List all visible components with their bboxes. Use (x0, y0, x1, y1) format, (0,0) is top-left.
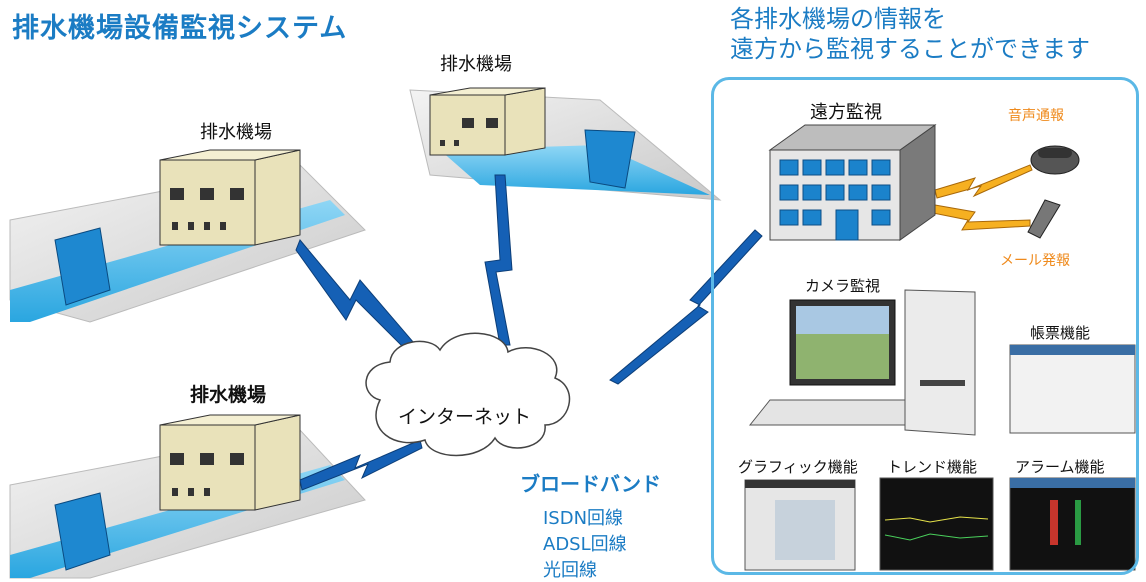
page-title: 排水機場設備監視システム (12, 13, 348, 44)
camera-label: カメラ監視 (805, 277, 881, 295)
function-report-label: 帳票機能 (1030, 324, 1091, 342)
bolt-station-1 (295, 239, 421, 357)
subtitle-line-1: 各排水機場の情報を (730, 5, 946, 33)
broadband-line-isdn: ISDN回線 (543, 508, 624, 529)
building-windows (779, 159, 891, 241)
remote-monitoring-panel (711, 77, 1139, 575)
internet-cloud (365, 332, 571, 457)
voice-notify-label: 音声通報 (1008, 108, 1064, 124)
station-2-illustration (409, 87, 722, 201)
function-alarm-label: アラーム機能 (1015, 458, 1105, 476)
subtitle: 各排水機場の情報を 遠方から監視することができます (730, 4, 1090, 64)
bolt-mail (932, 204, 1031, 231)
broadband-line-fiber: 光回線 (543, 560, 597, 581)
station-label-2: 排水機場 (440, 54, 512, 75)
subtitle-line-2: 遠方から監視することができます (730, 35, 1090, 63)
screen-alarm (1009, 477, 1136, 571)
screen-trend (879, 477, 994, 571)
station-label-3: 排水機場 (190, 384, 267, 406)
telephone-icon (1030, 145, 1080, 175)
computer-illustration (748, 289, 976, 436)
mail-notify-label: メール発報 (1000, 253, 1070, 269)
bolt-station-2 (484, 174, 513, 346)
station-1-illustration (9, 149, 366, 323)
broadband-line-adsl: ADSL回線 (543, 534, 627, 555)
bolt-station-3 (299, 439, 423, 491)
link-bolts (295, 164, 1033, 491)
internet-label: インターネット (398, 406, 532, 428)
function-graphic-label: グラフィック機能 (738, 458, 858, 476)
station-3-illustration (9, 414, 366, 579)
station-label-1: 排水機場 (200, 122, 272, 143)
screen-graphic (744, 479, 856, 571)
remote-label: 遠方監視 (810, 102, 882, 123)
broadband-title: ブロードバンド (520, 472, 661, 496)
mobile-phone-icon (1027, 199, 1061, 239)
function-trend-label: トレンド機能 (887, 458, 978, 476)
bolt-voice (934, 164, 1033, 199)
screen-report (1009, 344, 1136, 434)
bolt-remote (609, 229, 763, 385)
